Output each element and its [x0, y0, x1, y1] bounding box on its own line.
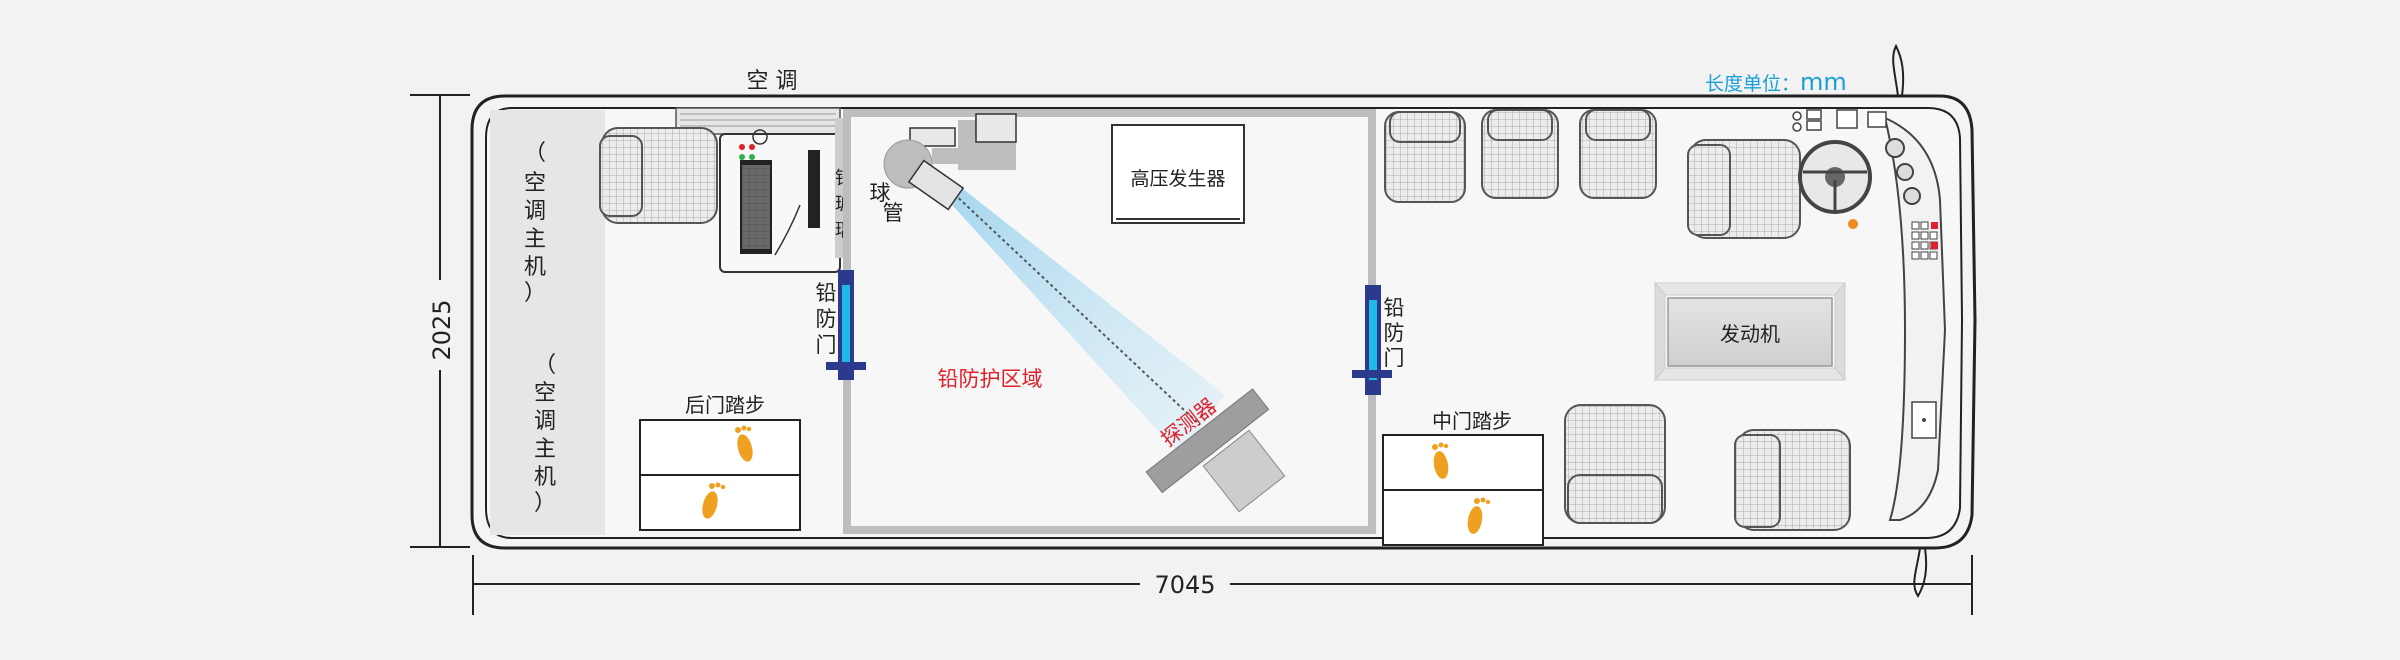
detector — [1145, 388, 1286, 513]
rear-step-label: 后门踏步 — [685, 393, 765, 417]
svg-text:）: ） — [524, 281, 546, 306]
operator-seat — [599, 127, 718, 224]
footprint-icon — [735, 425, 753, 462]
svg-text:（: （ — [524, 141, 546, 166]
footprint-icon — [1467, 497, 1491, 534]
tube-label: 球 管 — [870, 181, 904, 225]
lead-door-right-label: 铅 防 门 — [1384, 296, 1405, 370]
rear-step — [639, 419, 801, 531]
dimension-width — [410, 94, 470, 548]
middle-step-label: 中门踏步 — [1432, 409, 1512, 433]
lead-door-right — [1352, 285, 1392, 395]
svg-text:球: 球 — [870, 181, 891, 205]
dashboard — [1883, 116, 1947, 521]
ac-top-label: 空 调 — [747, 69, 798, 94]
middle-step — [1382, 434, 1544, 546]
lead-door-left-label: 铅 防 门 — [816, 281, 837, 357]
passenger-seat — [1481, 109, 1559, 199]
passenger-seat — [1579, 109, 1657, 199]
width-dimension-label: 2025 — [428, 299, 456, 360]
svg-text:铅: 铅 — [816, 281, 837, 305]
svg-text:（: （ — [534, 353, 556, 378]
svg-text:门: 门 — [1384, 346, 1405, 370]
protection-area-label: 铅防护区域 — [938, 367, 1043, 391]
lead-glass — [835, 118, 843, 258]
svg-text:空: 空 — [534, 381, 556, 406]
svg-text:）: ） — [534, 491, 556, 516]
engine — [1653, 281, 1847, 382]
ac-host-label-2: （ 空 调 主 机 ） — [534, 353, 556, 516]
passenger-seat — [1734, 429, 1851, 531]
svg-text:调: 调 — [524, 199, 546, 224]
driver-seat — [1687, 139, 1801, 239]
mirror-top-icon — [1892, 43, 1905, 97]
svg-text:主: 主 — [524, 227, 546, 252]
operator-console — [719, 129, 841, 273]
dimension-length — [472, 555, 1973, 615]
mirror-bottom-icon — [1913, 547, 1928, 598]
svg-text:铅: 铅 — [1384, 296, 1405, 320]
unit-label: 长度单位：mm — [1705, 68, 1847, 96]
svg-text:空: 空 — [524, 171, 546, 196]
engine-label: 发动机 — [1720, 322, 1780, 346]
svg-text:调: 调 — [534, 409, 556, 434]
ac-host-label-1: （ 空 调 主 机 ） — [524, 141, 546, 306]
passenger-seat — [1384, 111, 1466, 203]
passenger-seat — [1564, 404, 1666, 524]
footprint-icon — [1432, 442, 1449, 479]
lead-door-left — [826, 270, 866, 380]
svg-text:机: 机 — [524, 255, 546, 280]
length-dimension-label: 7045 — [1154, 571, 1215, 599]
control-buttons — [1792, 109, 1887, 132]
svg-text:防: 防 — [1384, 321, 1405, 345]
ac-host-panel — [490, 110, 605, 535]
xray-beam — [943, 185, 1225, 455]
svg-text:主: 主 — [534, 437, 556, 462]
xray-tube-top-box — [975, 113, 1017, 143]
svg-text:防: 防 — [816, 307, 837, 331]
footprint-icon — [702, 482, 726, 519]
hv-generator-label: 高压发生器 — [1130, 168, 1225, 190]
hv-generator — [1111, 124, 1245, 224]
svg-text:机: 机 — [534, 465, 556, 490]
indicator-light-icon — [1848, 219, 1858, 229]
svg-text:管: 管 — [883, 201, 904, 225]
steering-wheel-icon — [1798, 140, 1872, 214]
svg-text:门: 门 — [816, 333, 837, 357]
